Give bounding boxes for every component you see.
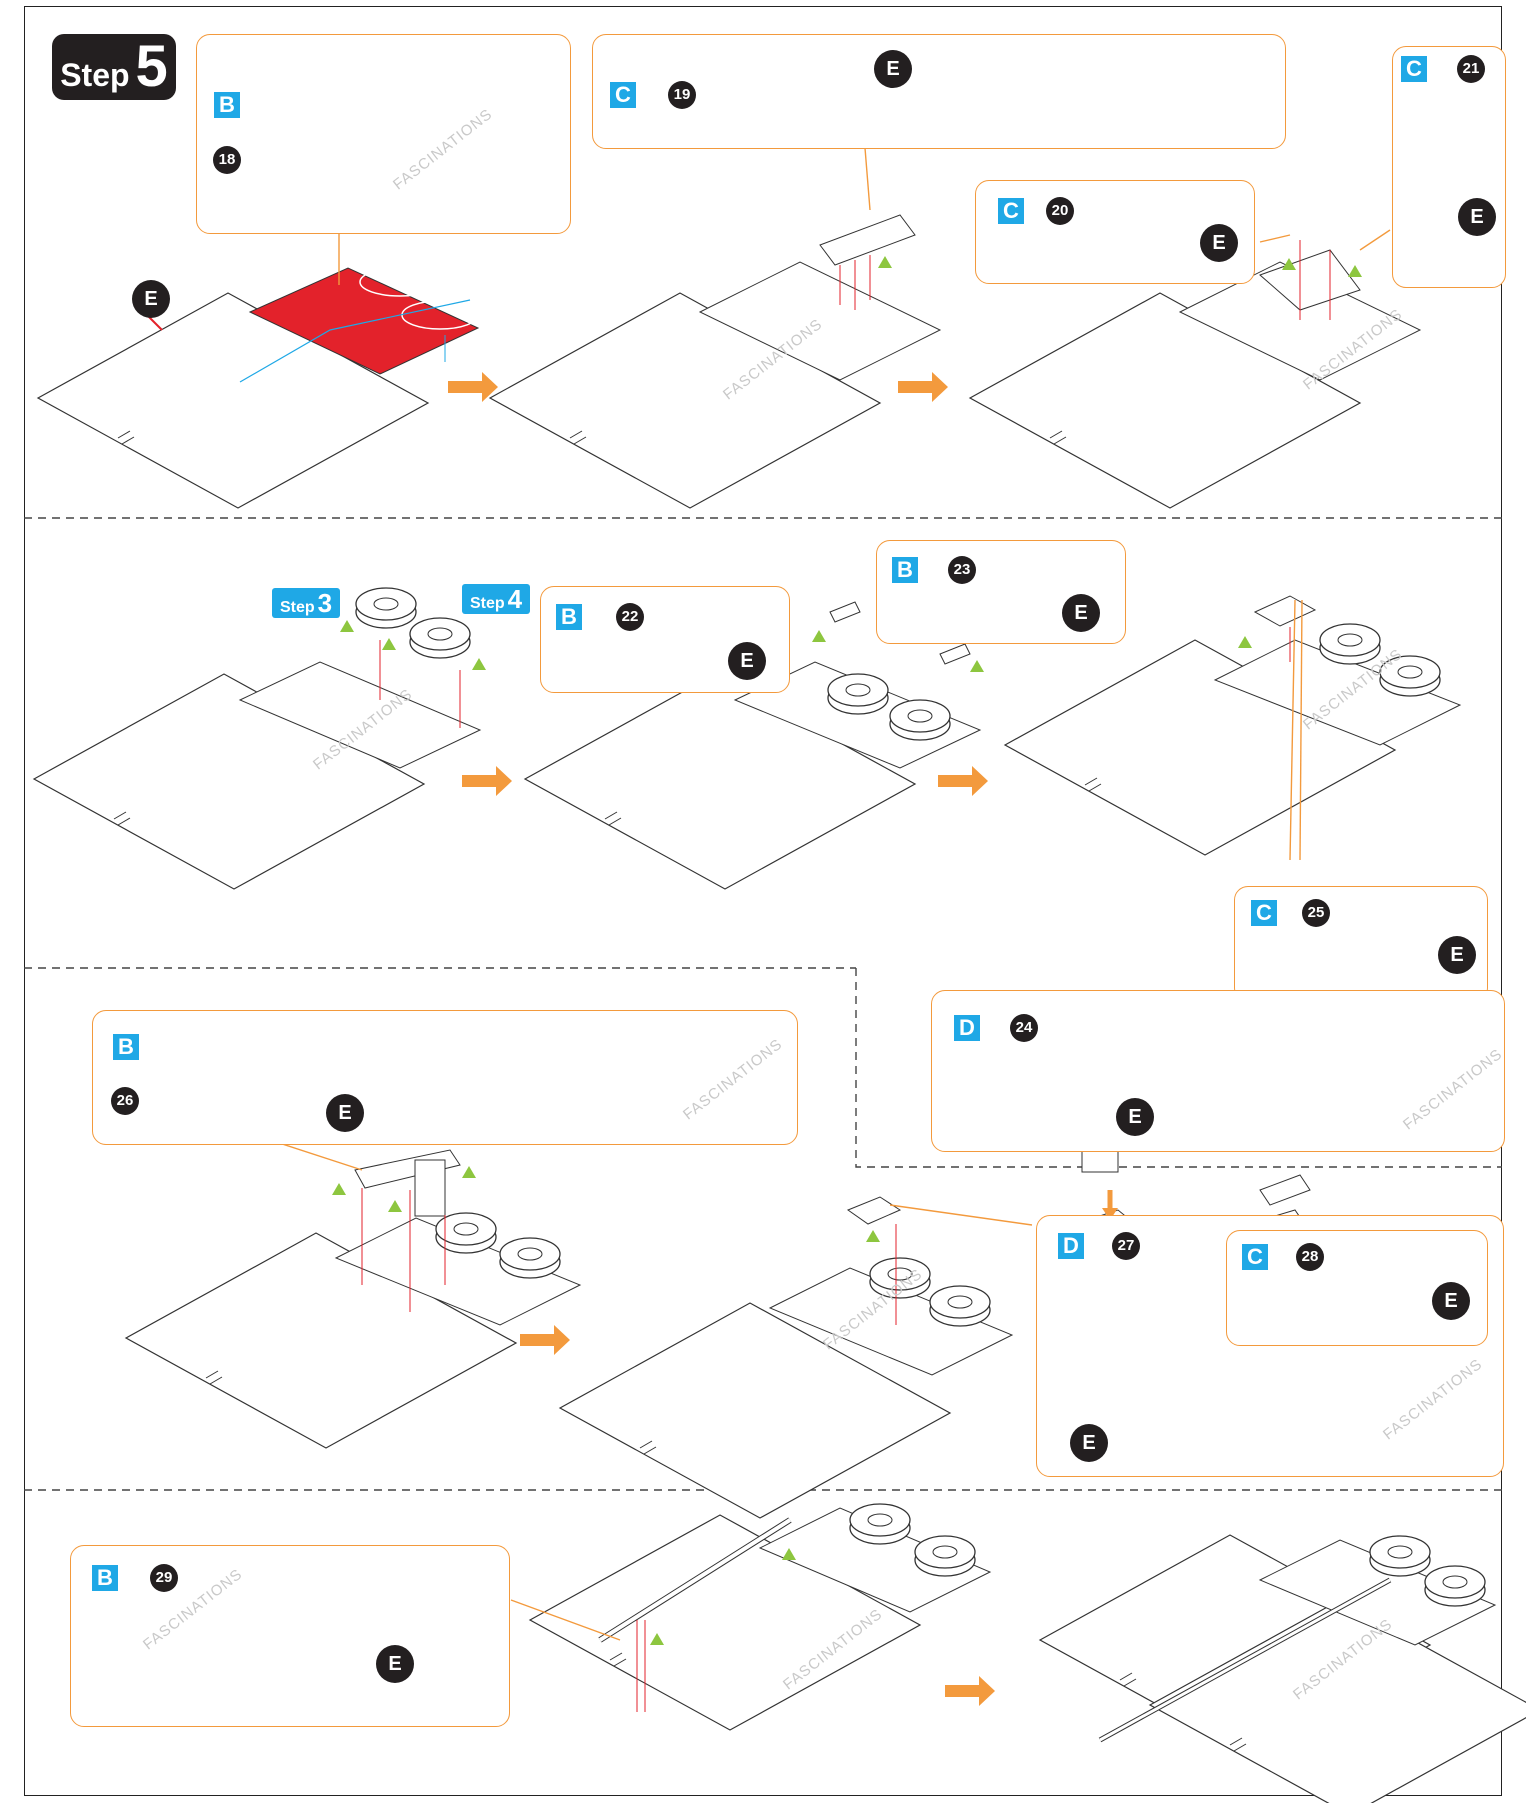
step-title-badge: Step 5 bbox=[52, 34, 176, 100]
row1-panel1 bbox=[37, 267, 480, 509]
sheet-label: C bbox=[1251, 900, 1277, 926]
fold-marker: E bbox=[1070, 1424, 1108, 1462]
fold-marker: E bbox=[874, 50, 912, 88]
part-number: 25 bbox=[1302, 899, 1330, 927]
callout-part-18 bbox=[196, 34, 571, 234]
process-arrow bbox=[938, 766, 988, 796]
part-number: 20 bbox=[1046, 197, 1074, 225]
sheet-label: B bbox=[556, 604, 582, 630]
callout-part-19 bbox=[592, 34, 1286, 149]
sheet-label: C bbox=[610, 82, 636, 108]
sheet-label: C bbox=[1401, 56, 1427, 82]
row2-panel2 bbox=[524, 601, 984, 890]
step-4-reference: Step 4 bbox=[462, 584, 531, 614]
part-number: 28 bbox=[1296, 1243, 1324, 1271]
row3-panel1 bbox=[125, 1139, 582, 1449]
part-number: 29 bbox=[150, 1564, 178, 1592]
part-number: 18 bbox=[213, 146, 241, 174]
step-number: 5 bbox=[135, 34, 168, 99]
fold-marker: E bbox=[1200, 224, 1238, 262]
callout-part-21 bbox=[1392, 46, 1506, 288]
sheet-label: D bbox=[954, 1015, 980, 1041]
fold-marker: E bbox=[1062, 594, 1100, 632]
row4-panel2 bbox=[1039, 1534, 1526, 1803]
step-ref-word: Step bbox=[280, 599, 315, 616]
row4-panel1 bbox=[529, 1503, 992, 1731]
fold-marker: E bbox=[1438, 936, 1476, 974]
process-arrow bbox=[898, 372, 948, 402]
part-number: 22 bbox=[616, 603, 644, 631]
part-number: 21 bbox=[1457, 55, 1485, 83]
sheet-label: B bbox=[92, 1565, 118, 1591]
sheet-label: D bbox=[1058, 1233, 1084, 1259]
row3-panel2 bbox=[559, 1196, 1033, 1519]
row2-panel1 bbox=[33, 587, 486, 890]
row1-panel2 bbox=[489, 214, 942, 509]
fold-marker: E bbox=[1432, 1282, 1470, 1320]
step-ref-word: Step bbox=[470, 595, 505, 612]
fold-marker: E bbox=[132, 280, 170, 318]
part-number: 27 bbox=[1112, 1232, 1140, 1260]
part-number: 19 bbox=[668, 81, 696, 109]
process-arrow bbox=[520, 1325, 570, 1355]
fold-marker: E bbox=[1458, 198, 1496, 236]
callout-part-24 bbox=[931, 990, 1505, 1152]
instruction-frame bbox=[24, 6, 1502, 1796]
sheet-label: C bbox=[1242, 1244, 1268, 1270]
part-number: 23 bbox=[948, 556, 976, 584]
process-arrow bbox=[462, 766, 512, 796]
step-3-reference: Step 3 bbox=[272, 588, 341, 618]
process-arrow bbox=[448, 372, 498, 402]
sheet-label: B bbox=[892, 557, 918, 583]
sheet-label: C bbox=[998, 198, 1024, 224]
fold-marker: E bbox=[728, 642, 766, 680]
callout-part-26 bbox=[92, 1010, 798, 1145]
sheet-label: B bbox=[113, 1034, 139, 1060]
fold-marker: E bbox=[376, 1645, 414, 1683]
step-ref-number: 4 bbox=[507, 584, 523, 614]
row2-panel3 bbox=[1004, 595, 1462, 861]
section-dividers bbox=[24, 517, 1502, 1491]
callout-part-29 bbox=[70, 1545, 510, 1727]
fold-marker: E bbox=[326, 1094, 364, 1132]
step-ref-number: 3 bbox=[317, 588, 333, 618]
part-number: 26 bbox=[111, 1087, 139, 1115]
part-number: 24 bbox=[1010, 1014, 1038, 1042]
process-arrow bbox=[945, 1676, 995, 1706]
step-word: Step bbox=[60, 57, 130, 93]
sheet-label: B bbox=[214, 92, 240, 118]
row1-panel3 bbox=[969, 240, 1422, 509]
fold-marker: E bbox=[1116, 1098, 1154, 1136]
